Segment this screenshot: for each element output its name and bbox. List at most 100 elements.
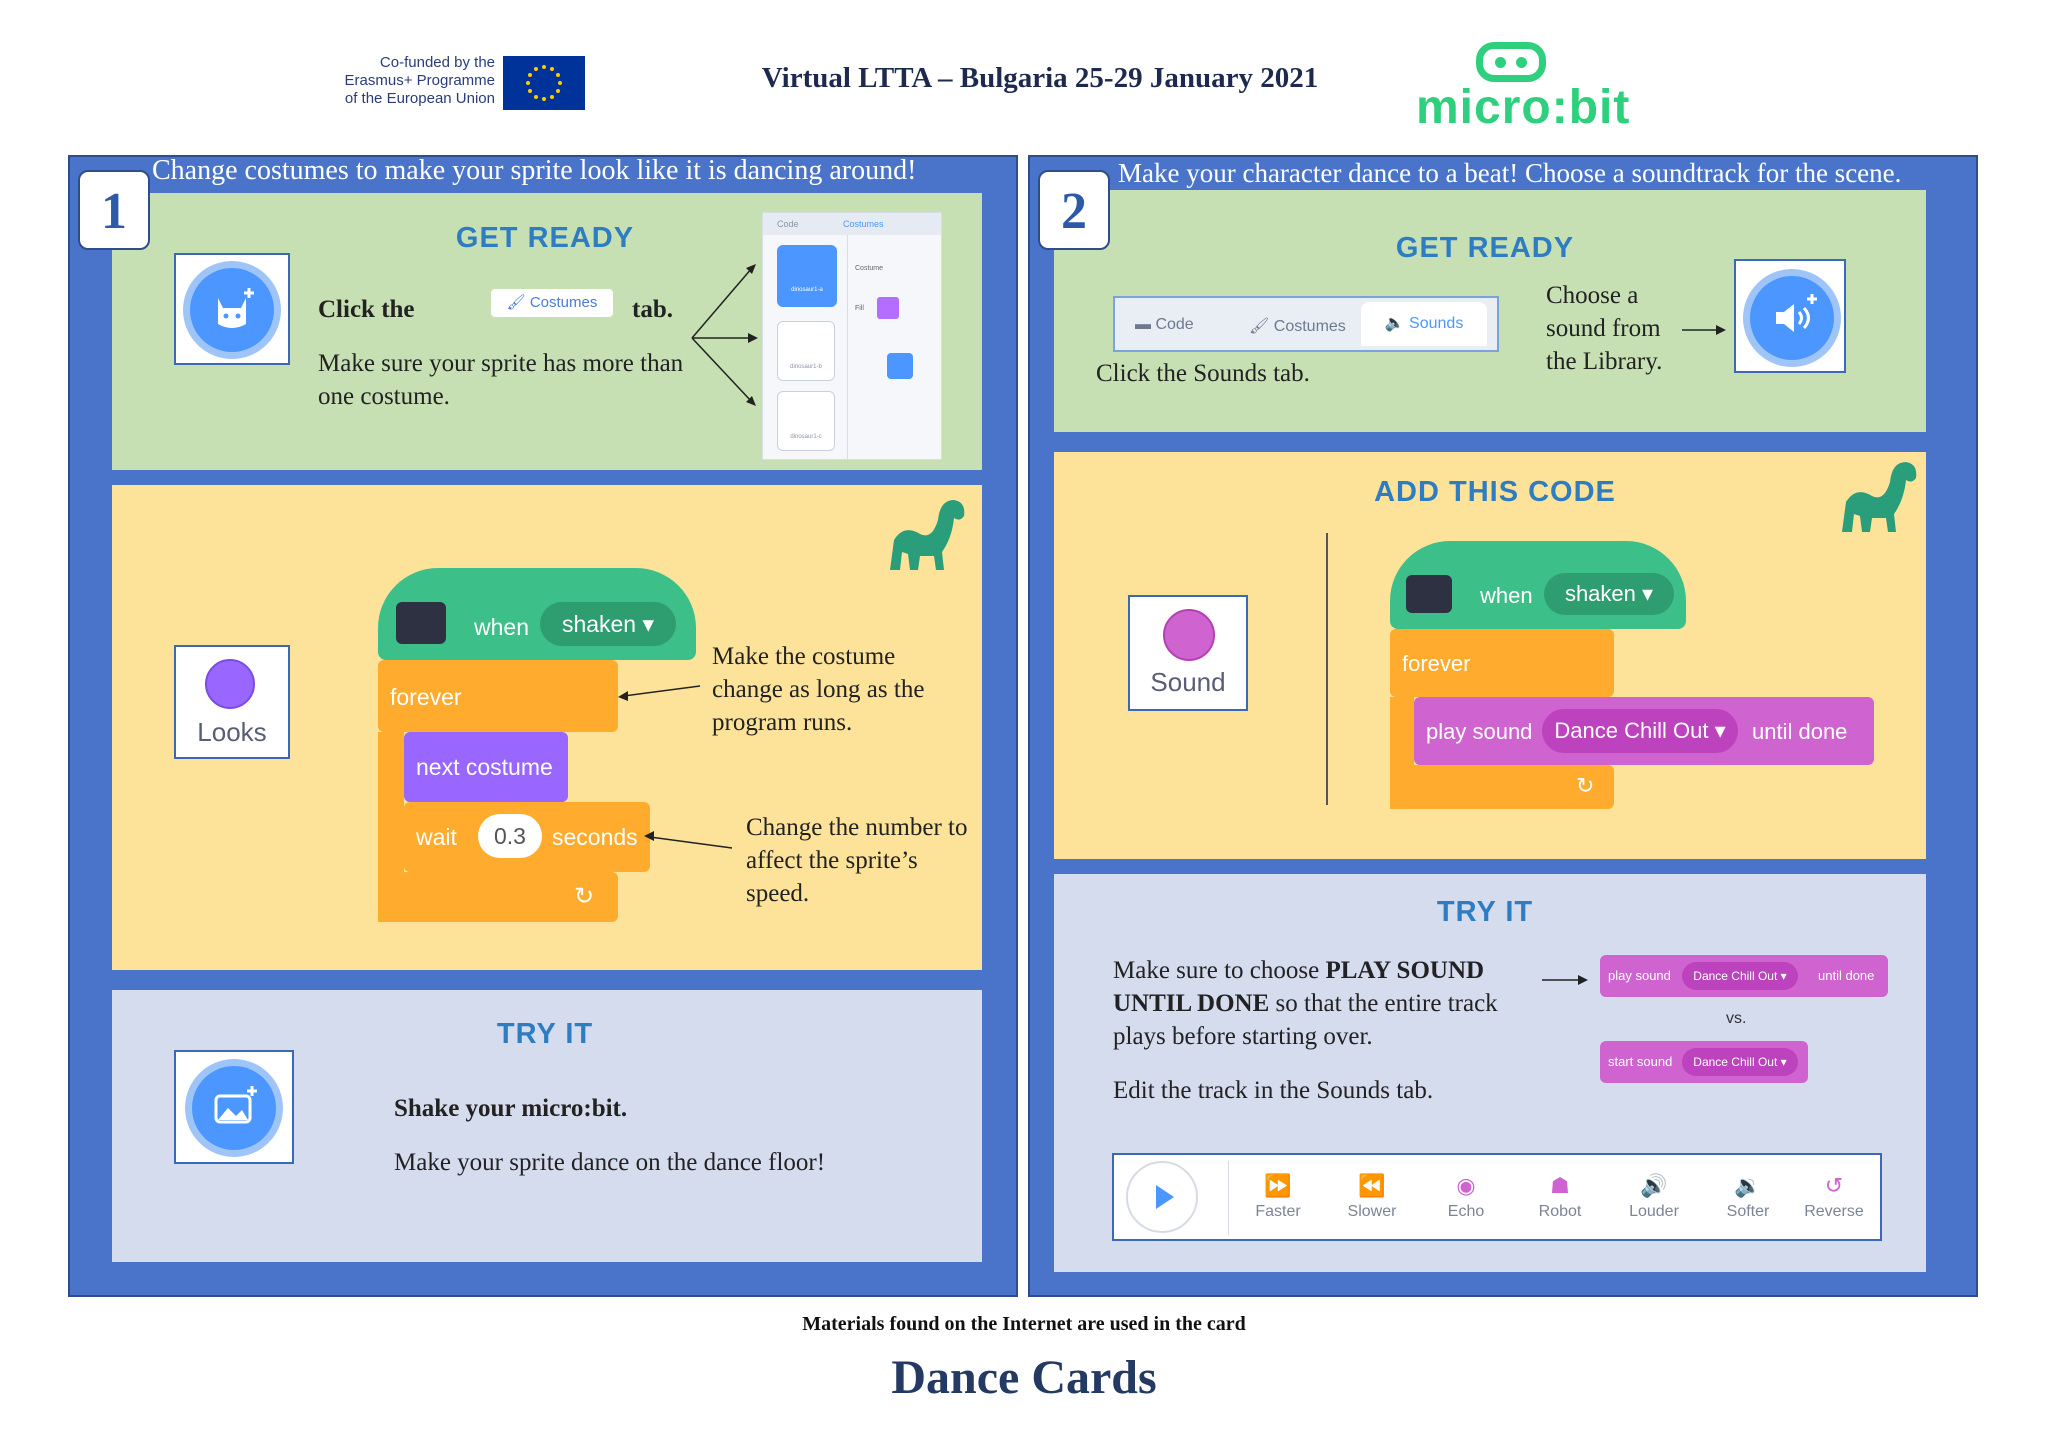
- faster-button[interactable]: ⏩Faster: [1238, 1173, 1318, 1221]
- play-sound-until-done-block: play sound Dance Chill Out ▾ until done: [1414, 697, 1874, 765]
- robot-button[interactable]: ☗Robot: [1520, 1173, 1600, 1221]
- mini-costume-2: dinosaur1-b: [777, 321, 835, 381]
- chevron-down-icon: ▾: [1780, 969, 1787, 983]
- costumes-screenshot: Code Costumes dinosaur1-a dinosaur1-b di…: [762, 212, 942, 460]
- tab-suffix-label: tab.: [632, 296, 673, 323]
- forever-block-2: forever: [1390, 629, 1614, 697]
- costume-arrows: [691, 264, 758, 406]
- brush-icon: 🖌: [1249, 318, 1274, 335]
- speaker-icon: 🔈: [1384, 315, 1410, 332]
- mini-start-sound-block: start sound Dance Chill Out ▾: [1600, 1041, 1808, 1083]
- vs-label: vs.: [1726, 1010, 1747, 1027]
- costumes-tab[interactable]: 🖌 Costumes: [1249, 318, 1346, 335]
- costumes-tab-chip: 🖌 Costumes: [491, 289, 613, 317]
- card-2-caption: Make your character dance to a beat! Cho…: [1118, 158, 1902, 188]
- sounds-tab[interactable]: 🔈 Sounds: [1361, 302, 1487, 346]
- eu-flag-logo: [503, 56, 585, 110]
- wait-seconds-input[interactable]: 0.3: [478, 814, 542, 858]
- add-sound-icon[interactable]: [1750, 276, 1834, 360]
- sound-circle-icon: [1163, 609, 1215, 661]
- dinosaur-icon-2: [1832, 452, 1922, 542]
- click-the-label: Click the: [318, 296, 415, 323]
- next-costume-block: next costume: [404, 732, 568, 802]
- mini-tab-costumes: Costumes: [843, 219, 884, 229]
- looks-label: Looks: [197, 717, 267, 747]
- rewind-icon: ⏪: [1358, 1173, 1386, 1198]
- card-2-get-ready-heading: GET READY: [1395, 232, 1575, 264]
- card-1-get-ready-heading: GET READY: [455, 222, 635, 254]
- slower-button[interactable]: ⏪Slower: [1332, 1173, 1412, 1221]
- header-title: Virtual LTTA – Bulgaria 25-29 January 20…: [761, 62, 1319, 94]
- click-sounds-tab-text: Click the Sounds tab.: [1096, 360, 1310, 387]
- backdrop-icon: [192, 1066, 276, 1150]
- looks-circle-icon: [205, 659, 255, 709]
- mini-fill-swatch: [877, 297, 899, 319]
- wait-block: wait 0.3 seconds: [404, 802, 650, 872]
- card-1-try-it-heading: TRY IT: [496, 1018, 594, 1050]
- card-1-number: 1: [78, 170, 150, 250]
- sounds-tabs-screenshot: ▬ Code 🖌 Costumes 🔈 Sounds: [1113, 296, 1499, 352]
- reverse-button[interactable]: ↺Reverse: [1794, 1173, 1874, 1221]
- card-2-number: 2: [1038, 170, 1110, 250]
- chevron-down-icon: ▾: [1780, 1055, 1787, 1069]
- backdrop-icon-box: [174, 1050, 294, 1164]
- edit-track-text: Edit the track in the Sounds tab.: [1113, 1077, 1434, 1104]
- choose-sound-icon-box: [1734, 259, 1846, 373]
- loop-arrow-icon: ↻: [1576, 773, 1595, 798]
- sound-category-box: Sound: [1128, 595, 1248, 711]
- try-it-line-2: Make your sprite dance on the dance floo…: [394, 1149, 826, 1176]
- track-dropdown[interactable]: Dance Chill Out ▾: [1542, 709, 1738, 753]
- cat-sprite-icon: [190, 268, 274, 352]
- compare-arrow: [1542, 975, 1588, 985]
- when-shaken-hat-block: when shaken ▾: [378, 568, 696, 660]
- brush-icon: 🖌: [506, 294, 526, 311]
- microbit-icon: [396, 602, 446, 644]
- microbit-logo-icon: [1476, 42, 1546, 82]
- when-shaken-hat-block-2: when shaken ▾: [1390, 541, 1686, 629]
- dinosaur-icon: [880, 490, 970, 580]
- costume-note: Make sure your sprite has more than one …: [318, 350, 684, 410]
- forever-block-2-bottom: ↻: [1390, 765, 1614, 809]
- play-button[interactable]: [1126, 1161, 1198, 1233]
- shaken-dropdown: shaken ▾: [540, 602, 676, 646]
- echo-button[interactable]: ◉Echo: [1426, 1173, 1506, 1221]
- louder-button[interactable]: 🔊Louder: [1614, 1173, 1694, 1221]
- mini-select-tool-icon: [887, 353, 913, 379]
- choose-sound-text: Choose a sound from the Library.: [1546, 282, 1663, 375]
- mini-costume-3: dinosaur1-c: [777, 391, 835, 451]
- code-tab[interactable]: ▬ Code: [1135, 316, 1194, 333]
- looks-category-box: Looks: [174, 645, 290, 759]
- softer-button[interactable]: 🔉Softer: [1708, 1173, 1788, 1221]
- mini-costume-label: Costume: [855, 265, 884, 272]
- microbit-logo-text: micro:bit: [1416, 81, 1631, 134]
- speed-note: Change the number to affect the sprite’s…: [746, 814, 968, 907]
- footer-title: Dance Cards: [891, 1351, 1157, 1404]
- shaken-dropdown-2: shaken ▾: [1544, 573, 1674, 615]
- microbit-icon-2: [1406, 575, 1452, 613]
- play-until-done-instruction: Make sure to choose PLAY SOUND UNTIL DON…: [1113, 957, 1498, 1050]
- chevron-down-icon: ▾: [1714, 718, 1726, 743]
- sprite-icon-box: [174, 253, 290, 365]
- add-code-heading: ADD THIS CODE: [1374, 476, 1616, 508]
- sound-label: Sound: [1150, 667, 1226, 697]
- chevron-down-icon: ▾: [642, 611, 655, 637]
- mini-play-sound-block: play sound Dance Chill Out ▾ until done: [1600, 955, 1888, 997]
- loop-arrow-icon: ↻: [574, 883, 595, 910]
- reverse-icon: ↺: [1824, 1173, 1844, 1198]
- robot-icon: ☗: [1550, 1173, 1570, 1198]
- code-icon: ▬: [1135, 316, 1156, 333]
- mini-costume-1: dinosaur1-a: [777, 245, 837, 307]
- card-1-caption: Change costumes to make your sprite look…: [152, 155, 917, 186]
- echo-icon: ◉: [1456, 1173, 1476, 1198]
- forever-block: forever: [378, 660, 618, 732]
- forever-note: Make the costume change as long as the p…: [712, 643, 925, 736]
- choose-arrow: [1682, 325, 1726, 335]
- try-it-line-1: Shake your micro:bit.: [394, 1095, 628, 1122]
- forever-block-bottom: ↻: [378, 872, 618, 922]
- card-2-try-it-heading: TRY IT: [1436, 896, 1534, 928]
- footer-note: Materials found on the Internet are used…: [802, 1313, 1246, 1335]
- sound-editor-toolbar: ⏩Faster ⏪Slower ◉Echo ☗Robot 🔊Louder 🔉So…: [1112, 1153, 1882, 1241]
- chevron-down-icon: ▾: [1642, 581, 1654, 606]
- code-note-arrows: [618, 685, 733, 849]
- eu-cofunded-text: Co-funded by the Erasmus+ Programme of t…: [344, 54, 495, 107]
